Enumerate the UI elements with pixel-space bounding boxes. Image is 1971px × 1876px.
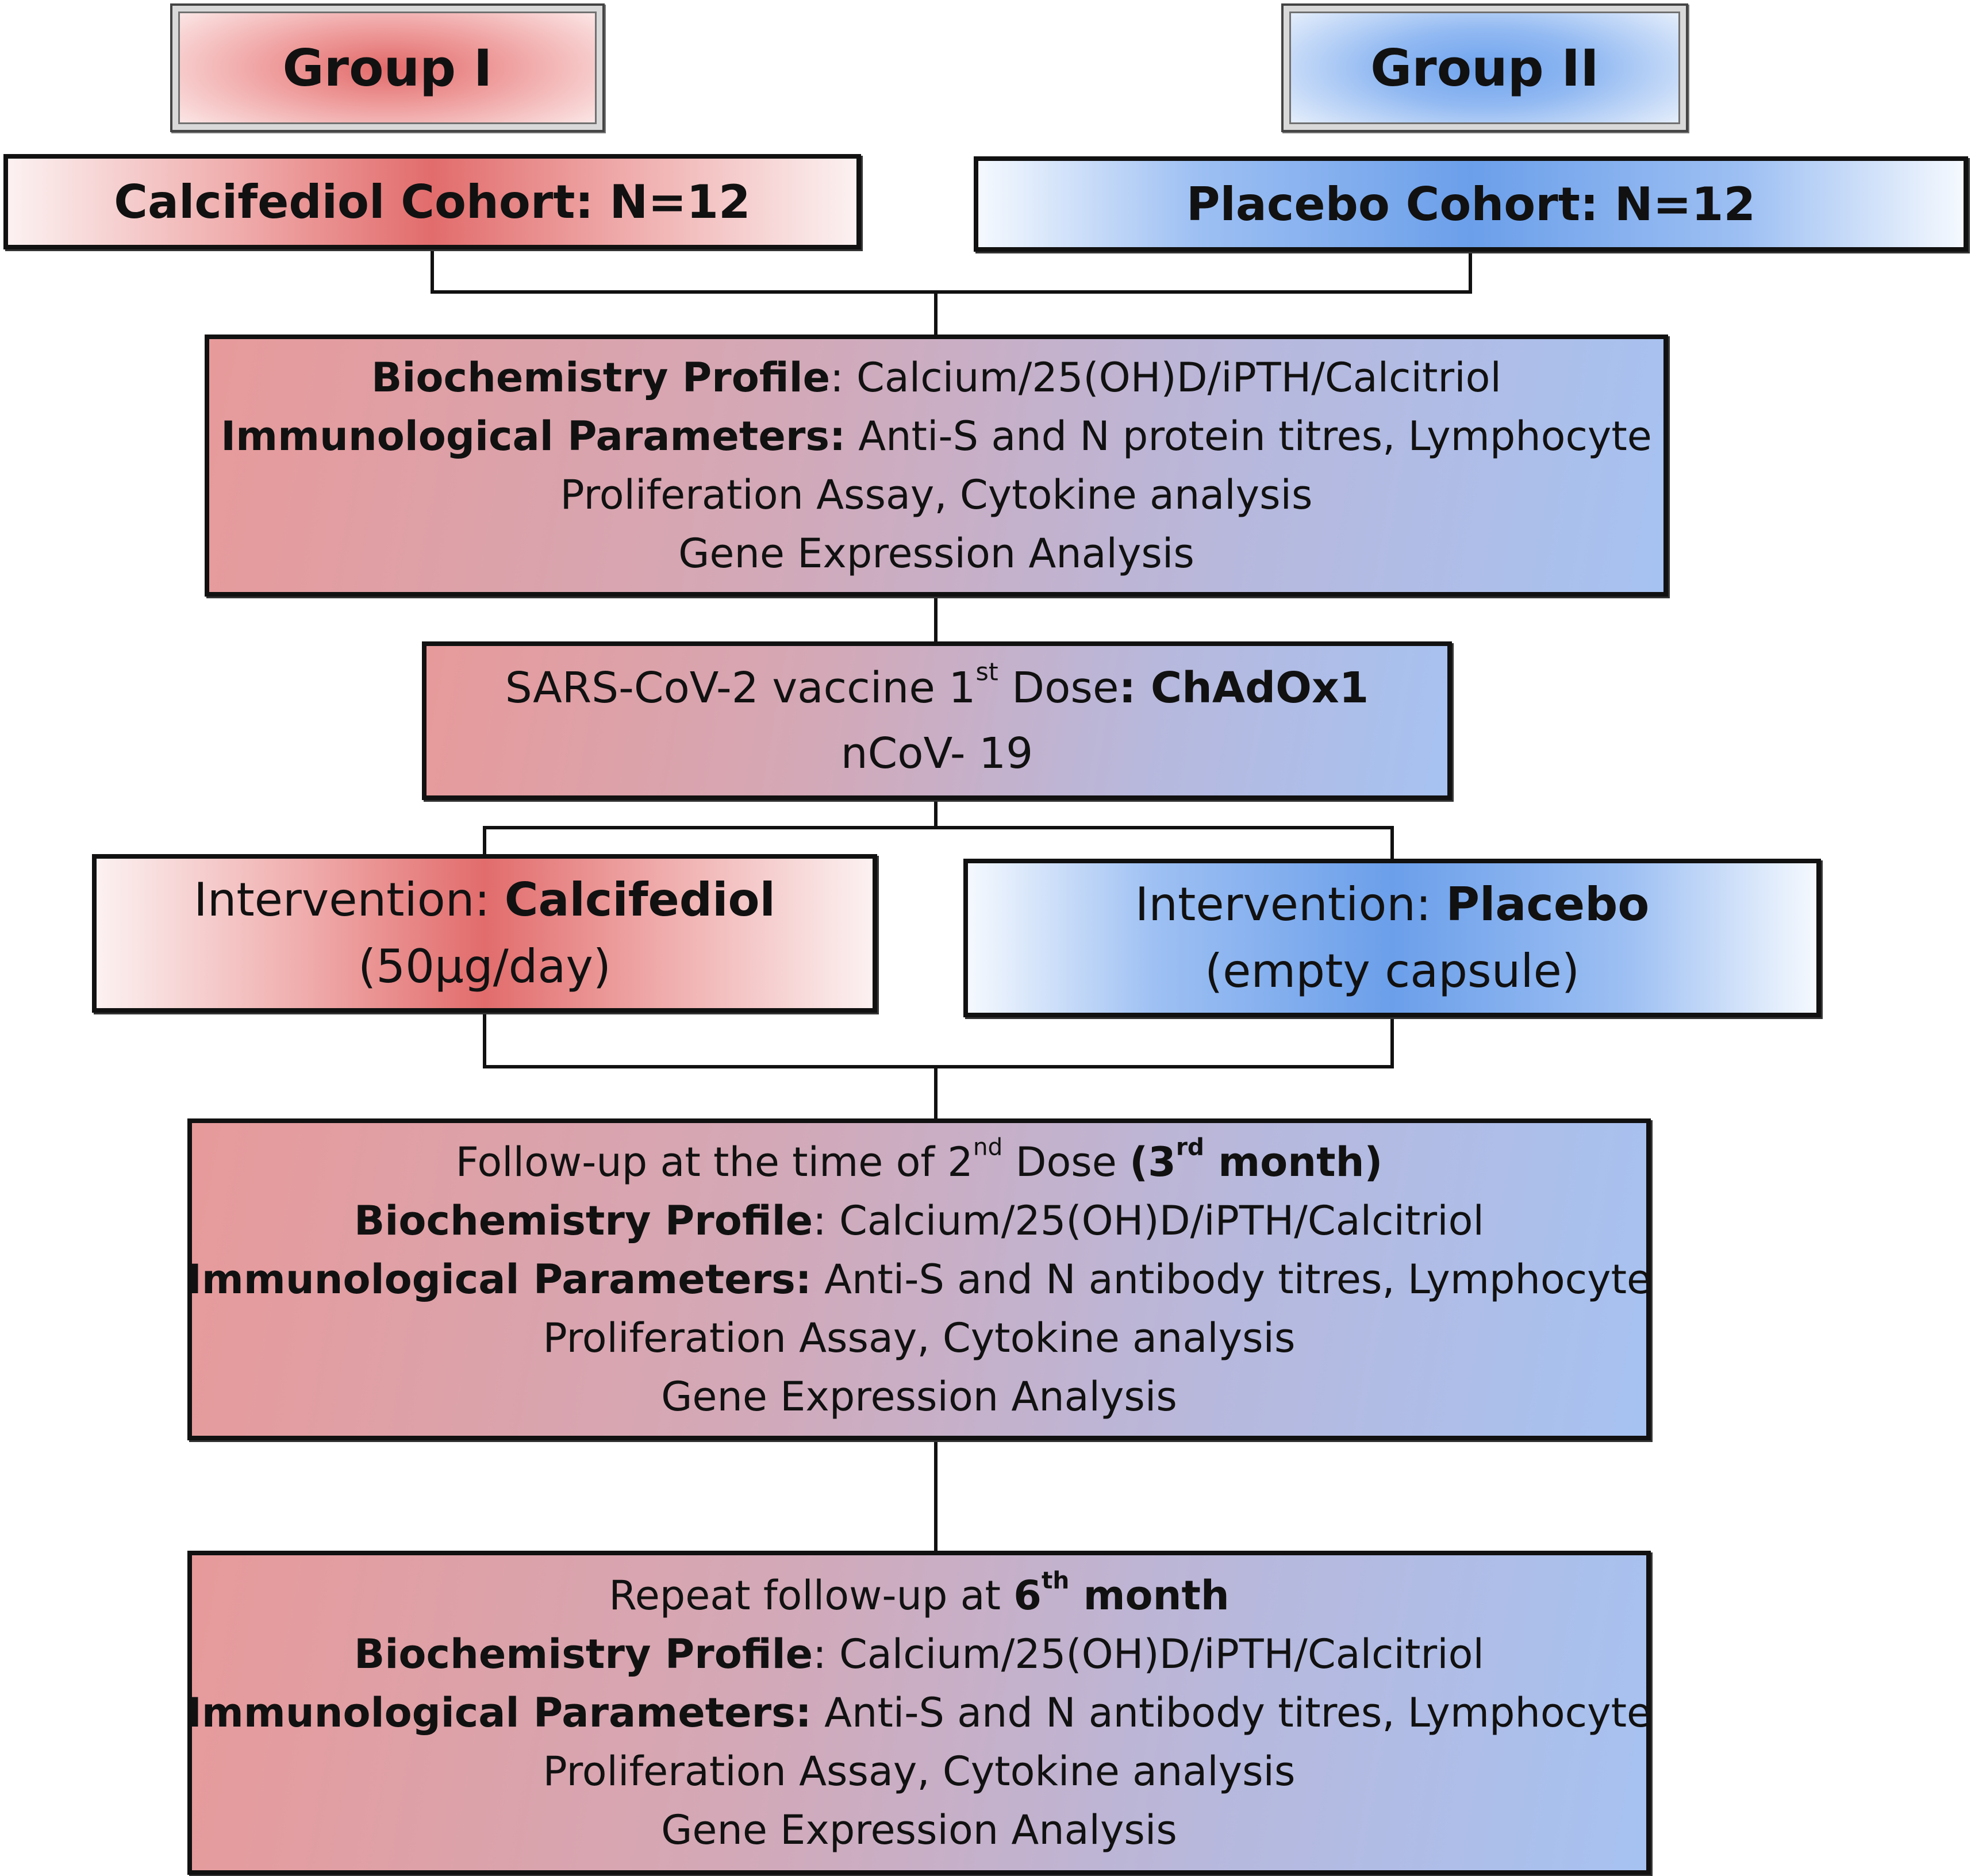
- followup6-prefix: Repeat follow-up at: [609, 1572, 1014, 1619]
- vaccine-dose-word: Dose: [998, 663, 1119, 713]
- baseline-biochem-line: Biochemistry Profile: Calcium/25(OH)D/iP…: [371, 348, 1501, 407]
- placebo-intervention-name: Placebo: [1446, 878, 1650, 931]
- followup3-biochem-label: Biochemistry Profile: [354, 1197, 813, 1244]
- placebo-intervention-box: Intervention: Placebo (empty capsule): [963, 859, 1821, 1017]
- followup3-biochem-value: : Calcium/25(OH)D/iPTH/Calcitriol: [813, 1197, 1484, 1244]
- calcifediol-intervention-name: Calcifediol: [504, 873, 775, 927]
- followup6-immuno-label: Immunological Parameters:: [186, 1689, 812, 1736]
- followup3-immuno-line: Immunological Parameters: Anti-S and N a…: [187, 1250, 1651, 1309]
- followup3-dose-ordinal: nd: [973, 1133, 1003, 1161]
- followup3-gene-expression: Gene Expression Analysis: [661, 1373, 1177, 1420]
- placebo-cohort-label: Placebo Cohort: N=12: [1186, 177, 1756, 231]
- baseline-biochem-label: Biochemistry Profile: [371, 354, 831, 401]
- followup3-immuno-value-2: Proliferation Assay, Cytokine analysis: [543, 1314, 1296, 1362]
- placebo-cohort-box: Placebo Cohort: N=12: [974, 156, 1968, 252]
- calcifediol-intervention-prefix: Intervention:: [194, 873, 505, 927]
- calcifediol-cohort-label: Calcifediol Cohort: N=12: [114, 175, 751, 229]
- followup6-month-ordinal: th: [1041, 1566, 1070, 1594]
- calcifediol-intervention-detail: (50µg/day): [358, 940, 611, 993]
- calcifediol-intervention-box: Intervention: Calcifediol (50µg/day): [92, 854, 877, 1013]
- placebo-intervention-line: Intervention: Placebo: [1135, 871, 1650, 938]
- followup3-month-a: (3: [1129, 1139, 1176, 1186]
- followup6-month-b: month: [1069, 1572, 1230, 1619]
- vaccine-prefix: SARS-CoV-2 vaccine 1: [505, 663, 976, 713]
- baseline-immuno-line: Immunological Parameters: Anti-S and N p…: [221, 407, 1652, 466]
- group-2-label: Group II: [1370, 38, 1599, 98]
- followup3-immuno-value: Anti-S and N antibody titres, Lymphocyte: [811, 1256, 1652, 1303]
- followup3-biochem-line: Biochemistry Profile: Calcium/25(OH)D/iP…: [354, 1191, 1484, 1250]
- placebo-intervention-prefix: Intervention:: [1135, 878, 1446, 931]
- calcifediol-intervention-line: Intervention: Calcifediol: [194, 867, 775, 933]
- followup6-biochem-line: Biochemistry Profile: Calcium/25(OH)D/iP…: [354, 1625, 1484, 1683]
- baseline-gene-expression: Gene Expression Analysis: [678, 530, 1194, 577]
- intervention-join-connector: [483, 1011, 1394, 1068]
- vaccine-line-2: nCoV- 19: [840, 729, 1033, 778]
- group-2-header: Group II: [1281, 3, 1688, 132]
- followup3-month-b: month): [1204, 1139, 1383, 1186]
- group-1-header: Group I: [170, 3, 605, 132]
- followup6-immuno-value-2: Proliferation Assay, Cytokine analysis: [543, 1748, 1296, 1795]
- intervention-split-connector: [483, 826, 1394, 860]
- calcifediol-cohort-box: Calcifediol Cohort: N=12: [3, 154, 861, 249]
- followup3-month-ordinal: rd: [1175, 1133, 1204, 1161]
- cohort-join-connector: [431, 248, 1472, 294]
- vaccine-dose-box: SARS-CoV-2 vaccine 1st Dose: ChAdOx1 nCo…: [422, 641, 1452, 800]
- followup3-immuno-label: Immunological Parameters:: [186, 1256, 812, 1303]
- followup6-heading: Repeat follow-up at 6th month: [609, 1566, 1230, 1625]
- baseline-immuno-label: Immunological Parameters:: [221, 413, 846, 460]
- followup3-prefix: Follow-up at the time of 2: [455, 1139, 973, 1186]
- followup-6-month-box: Repeat follow-up at 6th month Biochemist…: [187, 1551, 1651, 1875]
- followup-3-month-box: Follow-up at the time of 2nd Dose (3rd m…: [187, 1118, 1651, 1440]
- followup3-dose-word: Dose: [1002, 1139, 1130, 1186]
- followup6-month-a: 6: [1013, 1572, 1042, 1619]
- baseline-assessment-box: Biochemistry Profile: Calcium/25(OH)D/iP…: [205, 335, 1668, 597]
- followup6-biochem-value: : Calcium/25(OH)D/iPTH/Calcitriol: [813, 1631, 1484, 1678]
- followup3-heading: Follow-up at the time of 2nd Dose (3rd m…: [456, 1133, 1383, 1191]
- followup6-immuno-line: Immunological Parameters: Anti-S and N a…: [187, 1683, 1651, 1742]
- followup6-biochem-label: Biochemistry Profile: [354, 1631, 813, 1678]
- baseline-immuno-value-2: Proliferation Assay, Cytokine analysis: [560, 471, 1313, 518]
- followup6-gene-expression: Gene Expression Analysis: [661, 1806, 1177, 1854]
- vaccine-ordinal: st: [975, 658, 998, 687]
- vaccine-line-1: SARS-CoV-2 vaccine 1st Dose: ChAdOx1: [505, 655, 1369, 721]
- group-1-label: Group I: [282, 38, 493, 98]
- followup6-immuno-value: Anti-S and N antibody titres, Lymphocyte: [811, 1689, 1652, 1736]
- placebo-intervention-detail: (empty capsule): [1204, 944, 1580, 998]
- baseline-biochem-value: : Calcium/25(OH)D/iPTH/Calcitriol: [830, 354, 1501, 401]
- vaccine-name: : ChAdOx1: [1119, 663, 1369, 713]
- baseline-immuno-value: Anti-S and N protein titres, Lymphocyte: [846, 413, 1652, 460]
